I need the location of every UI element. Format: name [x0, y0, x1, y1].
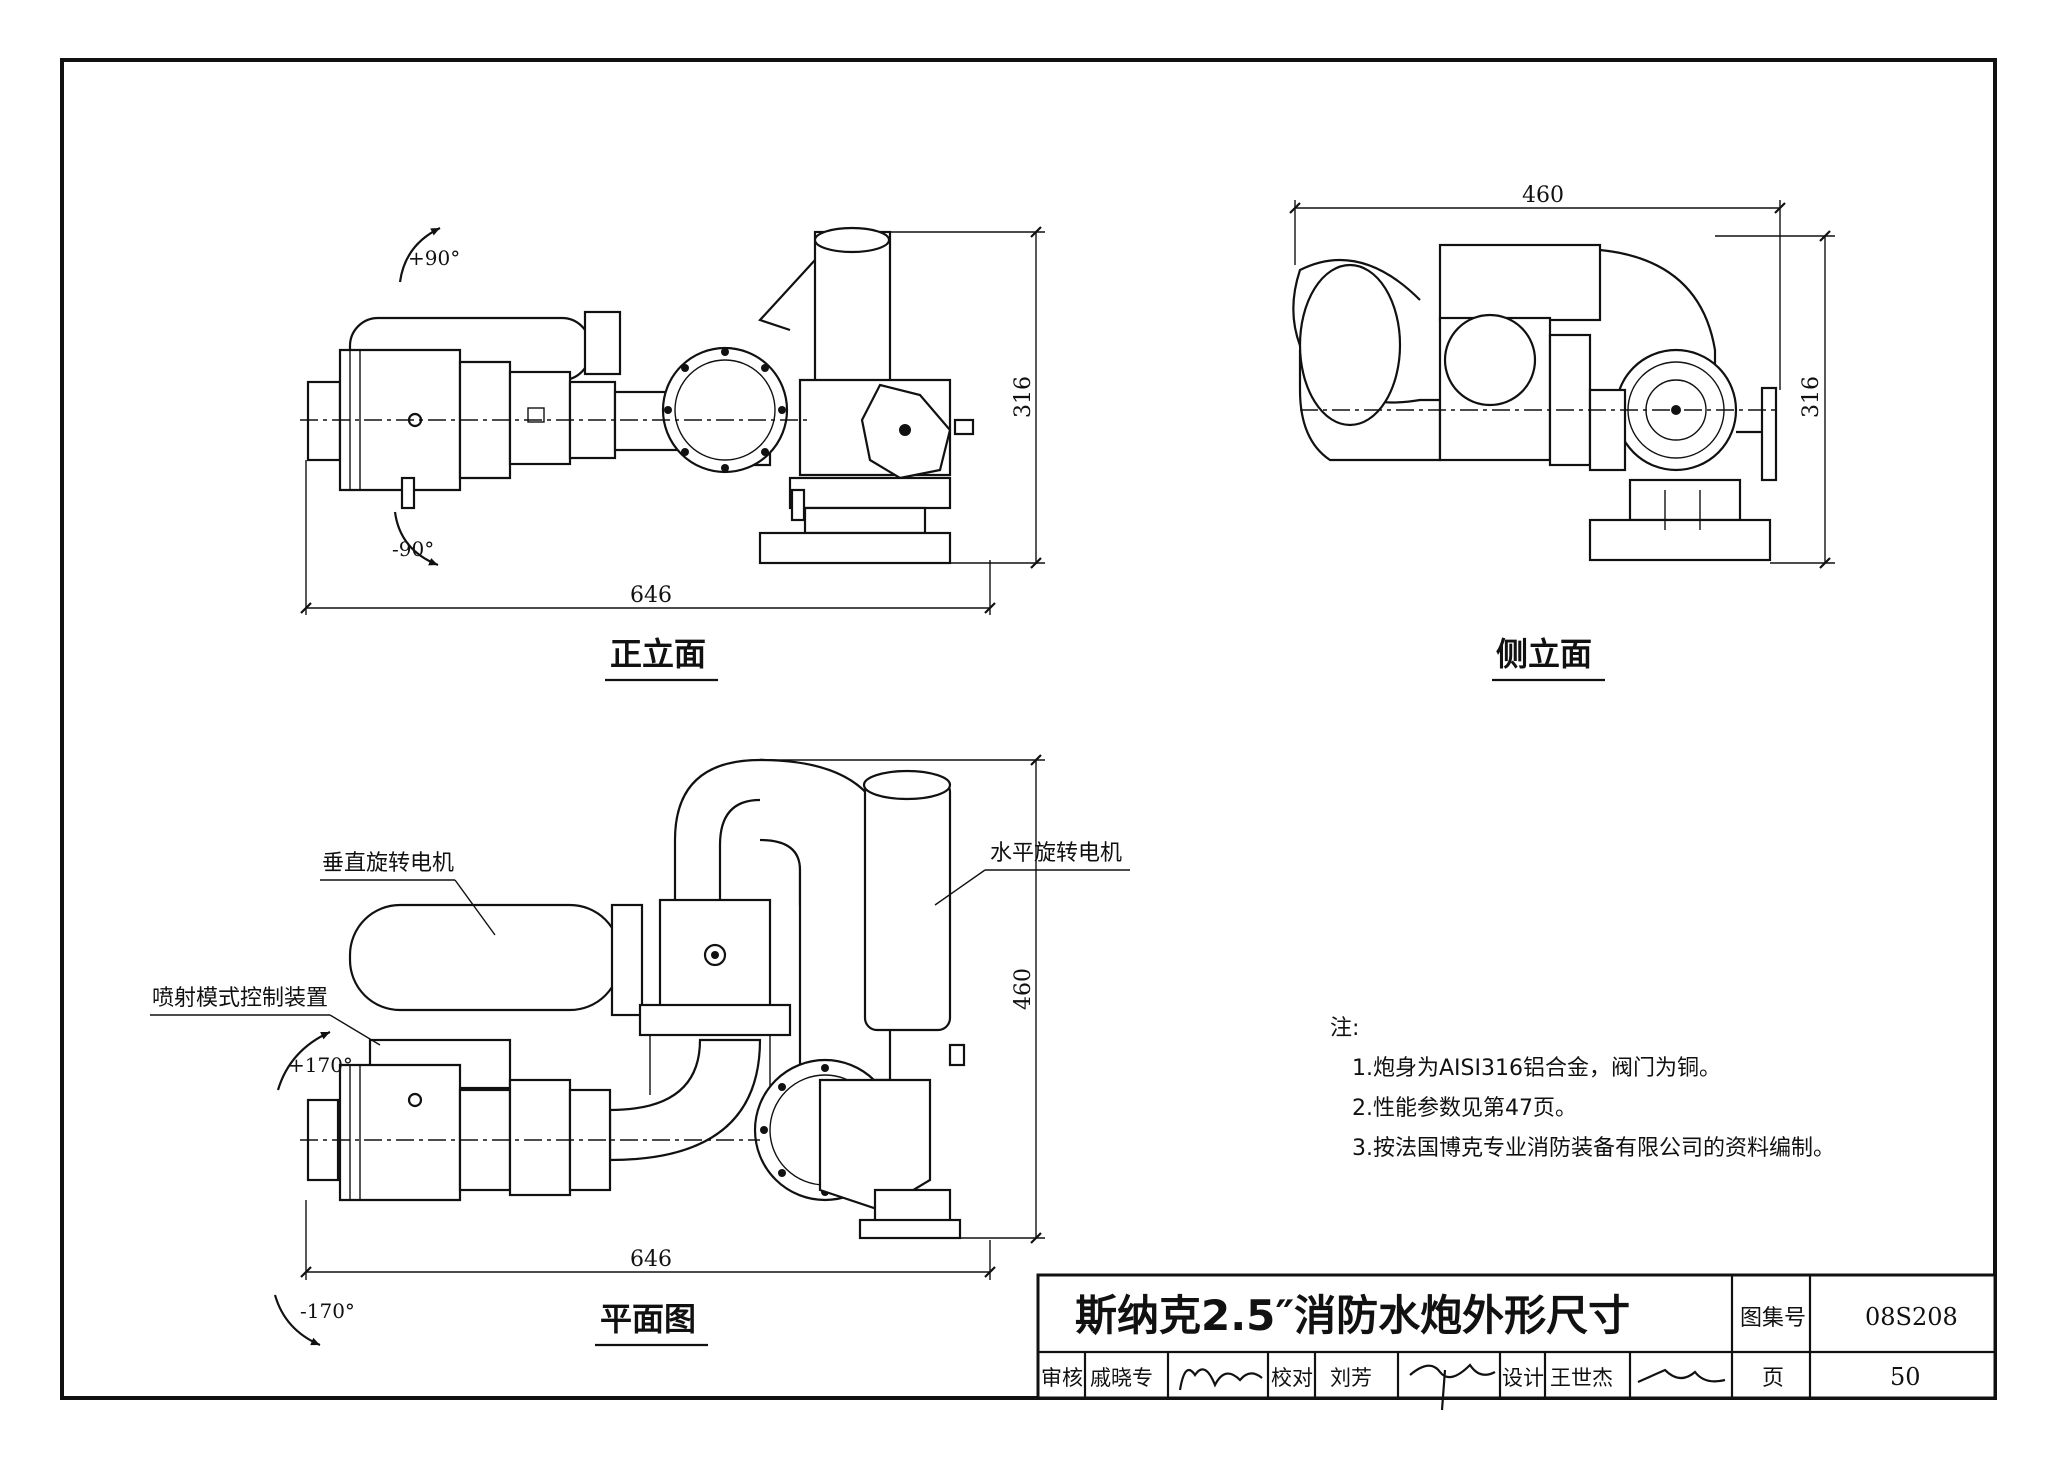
rotate-minus-arrow	[273, 1294, 321, 1347]
notes-heading: 注:	[1330, 1016, 1359, 1041]
note-item-2: 2.性能参数见第47页。	[1352, 1096, 1577, 1121]
drawing-title: 斯纳克2.5″消防水炮外形尺寸	[1075, 1291, 1630, 1340]
atlas-number: 08S208	[1865, 1303, 1958, 1331]
design-signature	[1637, 1368, 1726, 1384]
plan-angle-down: -170°	[300, 1299, 355, 1323]
plan-view-title: 平面图	[600, 1300, 696, 1338]
callout-horizontal-motor: 水平旋转电机	[990, 841, 1122, 866]
plan-height-dim: 460	[1011, 968, 1036, 1010]
page-number: 50	[1890, 1363, 1921, 1391]
title-block: 斯纳克2.5″消防水炮外形尺寸 图集号 08S208 页 50 审核 戚晓专 校…	[1036, 1273, 1997, 1411]
note-item-1: 1.炮身为AISI316铝合金，阀门为铜。	[1352, 1056, 1721, 1081]
notes-block: 注: 1.炮身为AISI316铝合金，阀门为铜。 2.性能参数见第47页。 3.…	[1330, 1016, 1835, 1161]
side-elevation-view: 460 316 侧立面	[1289, 183, 1835, 682]
front-angle-up: +90°	[408, 246, 460, 270]
check-label: 校对	[1271, 1366, 1313, 1390]
front-angle-down: -90°	[392, 537, 434, 561]
review-signature	[1178, 1368, 1263, 1391]
review-name: 戚晓专	[1090, 1366, 1153, 1390]
note-item-3: 3.按法国博克专业消防装备有限公司的资料编制。	[1352, 1136, 1835, 1161]
atlas-label: 图集号	[1740, 1306, 1806, 1331]
side-width-dim: 460	[1522, 183, 1564, 208]
check-signature	[1409, 1363, 1496, 1411]
rotate-plus-arrow	[276, 1030, 331, 1091]
plan-angle-up: +170°	[288, 1053, 353, 1077]
side-height-dim: 316	[1799, 376, 1824, 418]
rotate-down-arrow	[393, 511, 439, 567]
design-name: 王世杰	[1550, 1366, 1613, 1390]
review-label: 审核	[1041, 1366, 1083, 1390]
design-label: 设计	[1502, 1366, 1544, 1390]
page-label: 页	[1762, 1366, 1784, 1391]
callout-vertical-motor: 垂直旋转电机	[322, 851, 454, 876]
front-width-dim: 646	[630, 583, 672, 608]
plan-view: 垂直旋转电机 水平旋转电机 喷射模式控制装置 +170° -170° 646 4…	[150, 754, 1130, 1347]
callout-spray-control: 喷射模式控制装置	[152, 986, 328, 1011]
front-height-dim: 316	[1011, 376, 1036, 418]
sheet-border	[60, 58, 1997, 1400]
plan-width-dim: 646	[630, 1247, 672, 1272]
check-name: 刘芳	[1330, 1366, 1372, 1390]
side-view-title: 侧立面	[1496, 635, 1592, 673]
front-view-title: 正立面	[610, 635, 706, 673]
front-elevation-view: +90° -90°	[300, 226, 1045, 682]
rotate-up-arrow	[398, 227, 441, 283]
